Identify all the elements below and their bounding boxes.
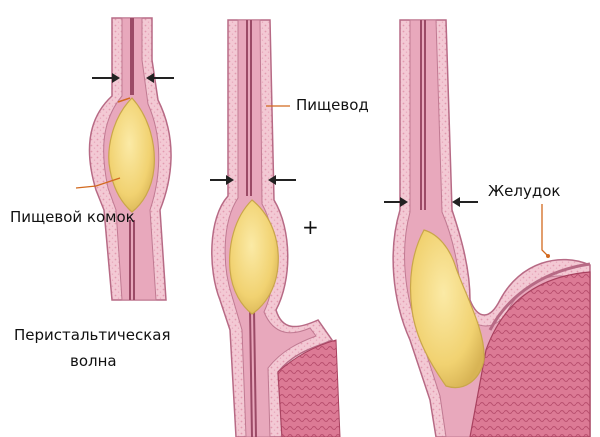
arrow-left-icon [452, 197, 478, 207]
arrow-right-icon [210, 175, 234, 185]
leader-bolus [75, 177, 121, 189]
arrow-left-icon [146, 73, 174, 83]
stomach-stub [277, 339, 341, 437]
esophagus-panel-3 [384, 19, 591, 437]
esophagus-panel-2 [210, 19, 341, 437]
label-esophagus: Пищевод [296, 96, 369, 114]
label-wave-line2: волна [70, 352, 117, 370]
lumen-2 [246, 20, 252, 196]
stomach-body [469, 271, 591, 437]
esophagus-panel-1 [75, 17, 174, 301]
label-bolus: Пищевой комок [10, 208, 135, 226]
arrow-right-icon [384, 197, 408, 207]
label-plus: + [302, 215, 319, 239]
bolus-3 [409, 229, 485, 389]
leader-stomach [541, 204, 549, 257]
bolus-2 [229, 199, 279, 315]
lumen-1 [130, 18, 134, 95]
label-wave-line1: Перистальтическая [14, 326, 170, 344]
bolus-1 [108, 97, 155, 213]
label-stomach: Желудок [488, 182, 560, 200]
arrow-left-icon [268, 175, 296, 185]
lumen-3 [420, 20, 426, 210]
pointer-wave [117, 97, 131, 103]
arrow-right-icon [92, 73, 120, 83]
